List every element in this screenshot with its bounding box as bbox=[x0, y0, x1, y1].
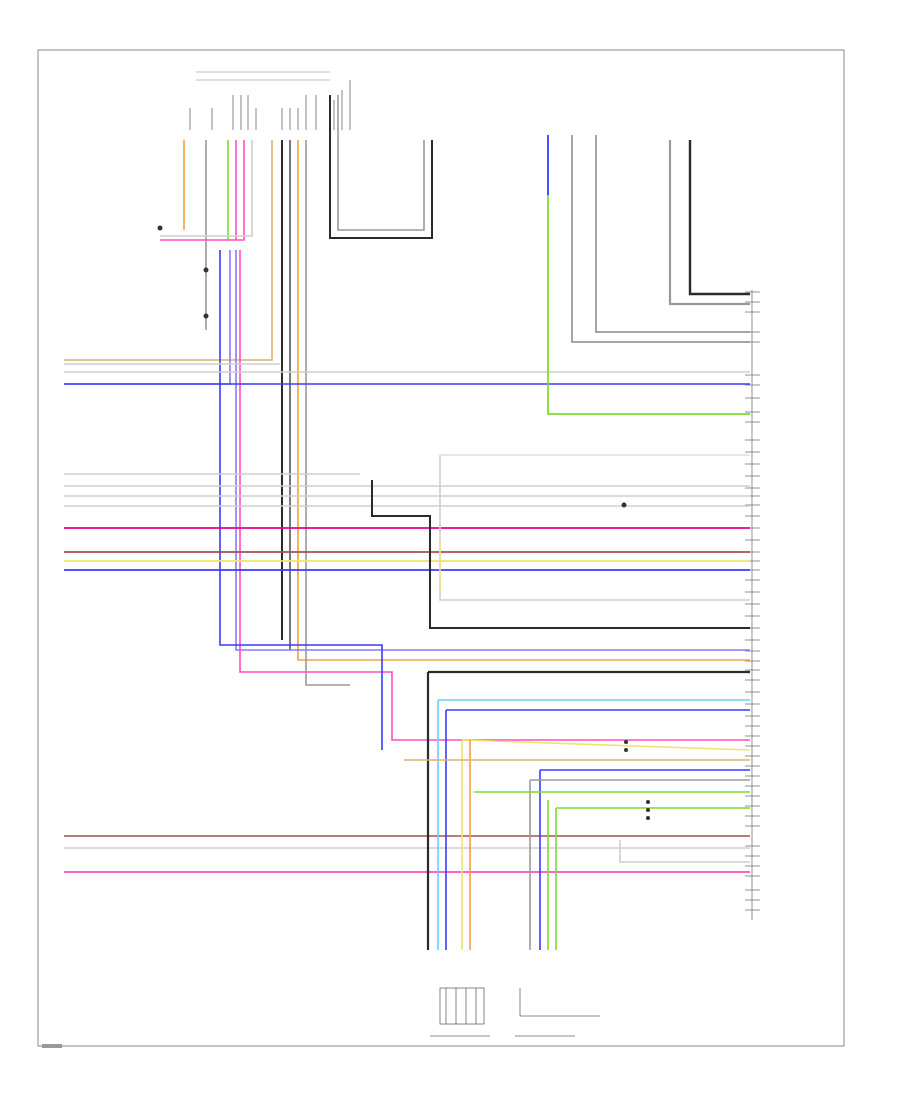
wire-violet-15 bbox=[235, 250, 750, 651]
top-right-wires bbox=[547, 135, 750, 415]
wire-pink-16 bbox=[239, 250, 750, 741]
wire-black-c3 bbox=[371, 480, 750, 629]
wire-green-r2 bbox=[547, 195, 750, 415]
footnote-mark bbox=[42, 1044, 62, 1048]
bottom-connectors bbox=[430, 987, 600, 1037]
top-left-vertical-wires bbox=[64, 95, 750, 750]
wire-lightgray-c22 bbox=[619, 840, 750, 863]
splice-points bbox=[157, 225, 650, 820]
wire-yellow-c11 bbox=[461, 739, 751, 751]
wire-orange-11 bbox=[297, 140, 750, 661]
center-wires bbox=[371, 454, 751, 950]
wire-blue-17 bbox=[219, 250, 383, 750]
wire-lightgray-c2 bbox=[439, 455, 750, 601]
diagram-frame bbox=[37, 49, 845, 1047]
wire-gray-14 bbox=[337, 95, 425, 231]
wire-pink-5 bbox=[160, 140, 245, 241]
wire-black-r6 bbox=[688, 140, 750, 296]
wire-gray-r4 bbox=[595, 135, 750, 333]
wire-gray-r3 bbox=[571, 135, 750, 343]
wire-gray-r5 bbox=[668, 140, 750, 306]
top-connector-labels bbox=[189, 71, 351, 130]
wire-gray-12 bbox=[305, 140, 350, 686]
control-module-pin-column bbox=[745, 290, 760, 920]
wire-tan-7 bbox=[64, 140, 273, 361]
wire-lightgray-6 bbox=[160, 140, 253, 237]
left-horizontal-wires bbox=[64, 363, 750, 873]
wire-black-13 bbox=[329, 95, 433, 239]
